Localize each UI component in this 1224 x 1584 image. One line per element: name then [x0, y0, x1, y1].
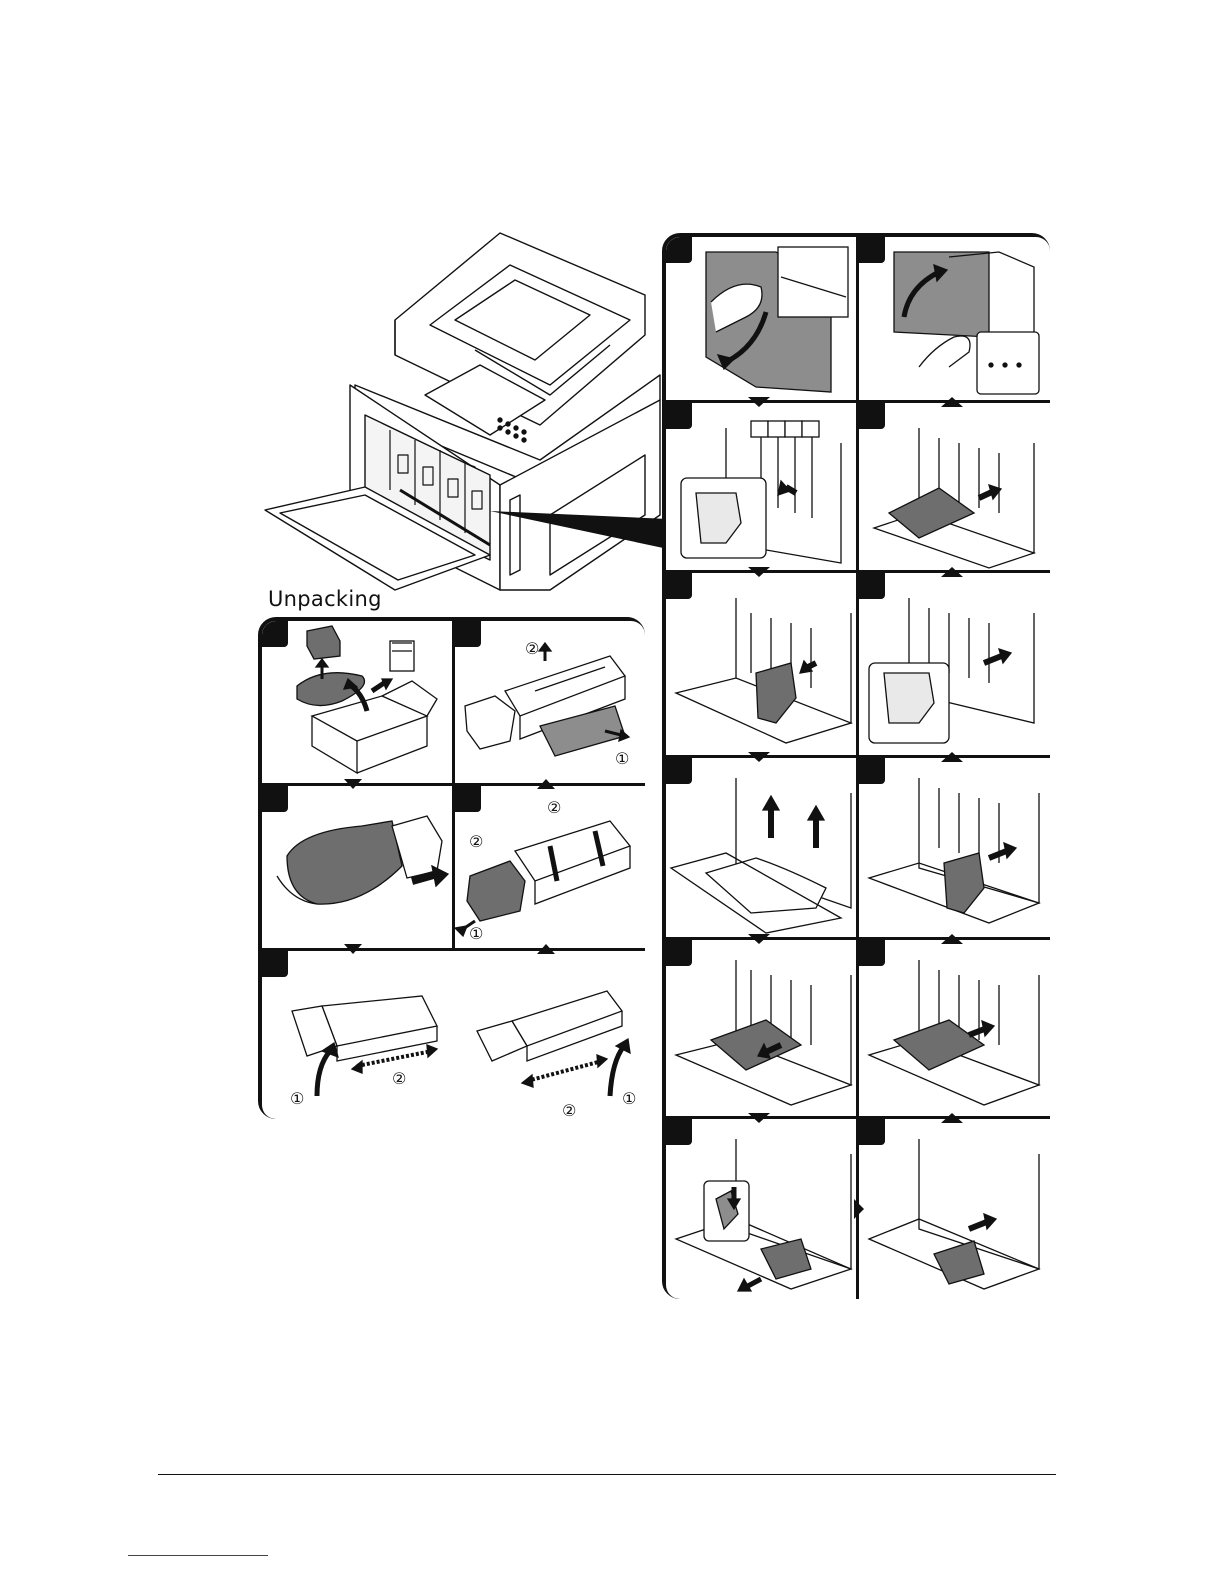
replacement-flow-arrows — [666, 237, 1054, 1303]
unpacking-heading: Unpacking — [268, 587, 382, 611]
callout-wedge-shape — [490, 505, 670, 555]
replacement-panel — [662, 233, 1050, 1299]
footer-link-underline[interactable] — [128, 1555, 268, 1556]
unpacking-panel: ② ① ② ② ① — [258, 617, 645, 1119]
callout-pointer — [490, 505, 670, 555]
footer-rule — [158, 1474, 1056, 1475]
unpacking-flow-arrows — [262, 621, 649, 1123]
